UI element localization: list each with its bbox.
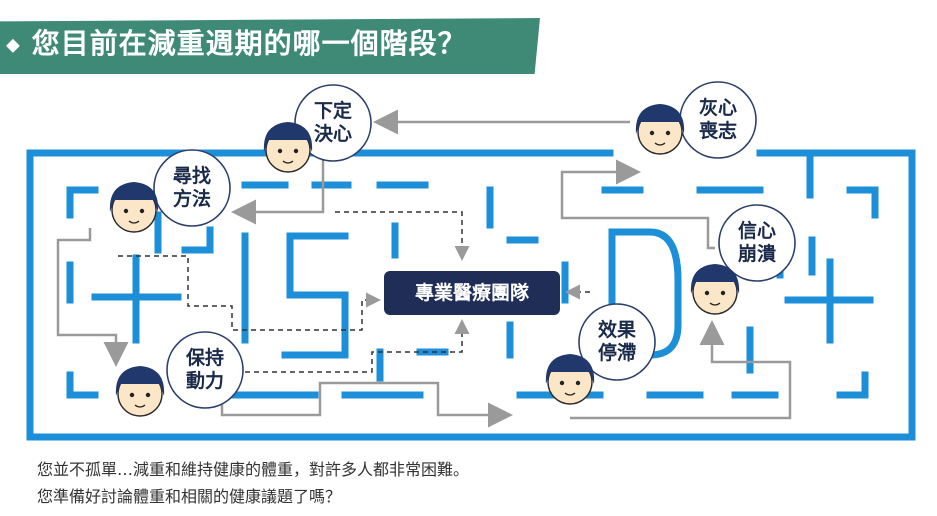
face-discouraged-icon	[635, 104, 685, 155]
medical-team-box: 專業醫療團隊	[384, 271, 560, 315]
face-method-icon	[109, 182, 159, 233]
caption-line-2: 您準備好討論體重和相關的健康議題了嗎？	[37, 487, 342, 506]
face-plateau-icon	[545, 354, 595, 405]
circle-method	[153, 149, 231, 227]
title-banner	[0, 18, 540, 74]
dashed-arrows	[118, 211, 590, 373]
caption: 您並不孤單…減重和維持健康的體重，對許多人都非常困難。 您準備好討論體重和相關的…	[37, 456, 469, 510]
stage-collapse-label: 信心 崩潰	[737, 220, 776, 265]
bullet-icon: ◆	[6, 34, 21, 56]
stage-method-label: 尋找 方法	[172, 165, 211, 210]
circle-motivate	[166, 331, 244, 409]
title-text: 您目前在減重週期的哪一個階段？	[31, 27, 467, 60]
caption-line-1: 您並不孤單…減重和維持健康的體重，對許多人都非常困難。	[37, 460, 470, 479]
circle-plateau	[578, 303, 656, 381]
stage-discouraged-label: 灰心 喪志	[698, 97, 737, 142]
character-faces	[109, 104, 740, 417]
stage-plateau-label: 效果 停滯	[597, 319, 636, 364]
stage-decide-label: 下定 決心	[313, 100, 352, 145]
face-motivate-icon	[115, 366, 165, 417]
stage-circles	[153, 81, 796, 409]
flow-arrows	[56, 109, 792, 428]
circle-decide	[294, 84, 372, 162]
face-decide-icon	[263, 122, 313, 173]
page-title: ◆ 您目前在減重週期的哪一個階段？	[6, 22, 467, 62]
stage-motivate-label: 保持 動力	[185, 347, 224, 392]
face-collapse-icon	[690, 264, 740, 315]
circle-collapse	[718, 204, 796, 282]
